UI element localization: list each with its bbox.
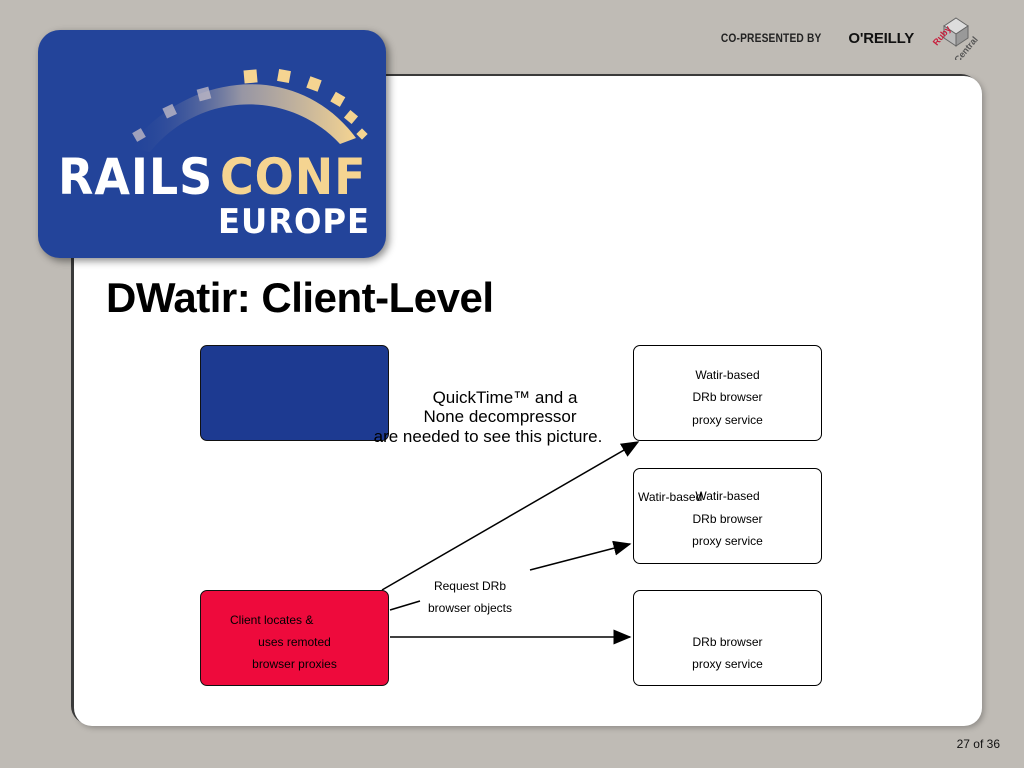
client-line-2: uses remoted — [258, 635, 331, 649]
proxy-2-line-3: proxy service — [692, 534, 763, 548]
quicktime-message-line-2: None decompressor — [423, 407, 577, 426]
logo-arc-icon — [128, 69, 368, 152]
proxy-3-line-1: DRb browser — [692, 635, 763, 649]
request-label-line-2: browser objects — [427, 601, 513, 615]
client-line-3: browser proxies — [252, 657, 337, 671]
proxy-1-line-2: DRb browser — [692, 390, 763, 404]
sponsor-bar: CO-PRESENTED BY O'REILLY Ruby Central — [712, 16, 982, 60]
page-indicator: 27 of 36 — [956, 737, 1000, 751]
request-label-line-1: Request DRb — [433, 579, 507, 593]
rubycentral-logo-icon: Ruby Central — [932, 17, 980, 60]
proxy-service-box-2: Watir-based DRb browser proxy service — [633, 468, 822, 564]
proxy-2-line-1: Watir-based — [695, 489, 760, 503]
logo-europe-text: EUROPE — [218, 202, 371, 242]
proxy-3-line-2: proxy service — [692, 657, 763, 671]
client-box: Client locates & uses remoted browser pr… — [200, 590, 389, 686]
arrow-to-proxy-2-lower — [389, 600, 421, 611]
slide-title: DWatir: Client-Level — [106, 274, 494, 321]
arrow-to-proxy-1 — [381, 441, 640, 591]
proxy-service-box-1: Watir-based DRb browser proxy service — [633, 345, 822, 441]
logo-rails-text: RAILS — [58, 148, 214, 206]
quicktime-message-line-1: QuickTime™ and a — [432, 388, 578, 407]
copresented-label: CO-PRESENTED BY — [720, 31, 822, 45]
logo-conf-text: CONF — [220, 148, 367, 206]
railsconf-europe-logo: RAILS CONF EUROPE — [38, 30, 386, 258]
client-line-1: Client locates & — [230, 613, 314, 627]
proxy-1-line-3: proxy service — [692, 413, 763, 427]
overlap-watir-label: Watir-based — [638, 490, 703, 504]
proxy-2-line-2: DRb browser — [692, 512, 763, 526]
proxy-service-box-3: DRb browser proxy service — [633, 590, 822, 686]
quicktime-placeholder-box — [200, 345, 389, 441]
quicktime-message-line-3: are needed to see this picture. — [373, 427, 603, 446]
oreilly-logo: O'REILLY — [848, 29, 914, 47]
arrow-to-proxy-2-upper — [529, 540, 632, 571]
proxy-1-line-1: Watir-based — [695, 368, 760, 382]
